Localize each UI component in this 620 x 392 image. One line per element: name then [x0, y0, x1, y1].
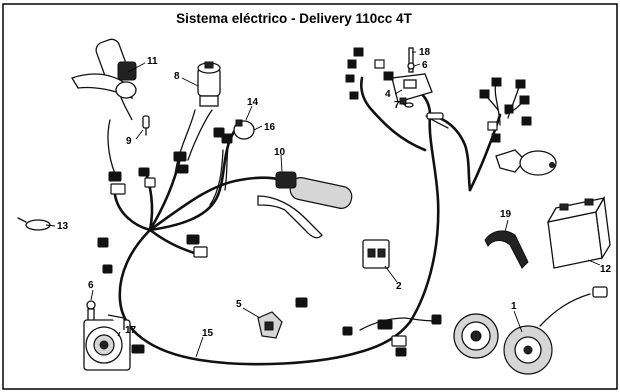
cdi-unit — [391, 73, 433, 105]
diagram-title: Sistema eléctrico - Delivery 110cc 4T — [176, 11, 412, 26]
callout-13: 13 — [57, 221, 69, 232]
callout-16: 16 — [264, 122, 276, 133]
stator-magneto — [453, 286, 608, 375]
callout-6-right: 6 — [422, 60, 428, 71]
callout-19: 19 — [500, 209, 512, 220]
battery — [546, 195, 611, 269]
callout-5: 5 — [236, 299, 242, 310]
callout-14: 14 — [247, 97, 259, 108]
horn — [83, 314, 131, 371]
indicator-bulb — [142, 115, 150, 136]
callout-numbers: 11 8 9 14 16 10 13 6 17 15 5 2 18 6 4 7 … — [57, 47, 612, 339]
callout-17: 18 — [419, 47, 431, 58]
callout-7: 7 — [394, 100, 400, 111]
callout-8: 8 — [174, 71, 180, 82]
callout-12: 12 — [600, 264, 612, 275]
leader-lines — [45, 51, 601, 358]
harness-connectors — [97, 127, 442, 357]
callout-10: 10 — [274, 147, 286, 158]
tail-lamp — [495, 149, 557, 176]
flasher-relay — [257, 311, 283, 339]
callout-11: 11 — [147, 56, 158, 67]
callout-9: 9 — [126, 136, 132, 147]
callout-18: 17 — [125, 325, 137, 336]
regulator-rectifier — [362, 239, 390, 269]
main-wiring-harness — [107, 76, 502, 366]
starter-relay — [233, 119, 255, 140]
callout-2: 2 — [396, 281, 402, 292]
top-right-connectors — [345, 47, 532, 143]
callout-15: 15 — [202, 328, 214, 339]
ignition-switch — [197, 61, 221, 107]
callout-6-left: 6 — [88, 280, 94, 291]
callout-4: 4 — [385, 89, 391, 100]
left-handlebar-switch — [71, 38, 137, 121]
callout-1: 1 — [511, 301, 517, 312]
battery-strap — [484, 230, 529, 269]
right-handlebar-throttle — [257, 171, 353, 239]
